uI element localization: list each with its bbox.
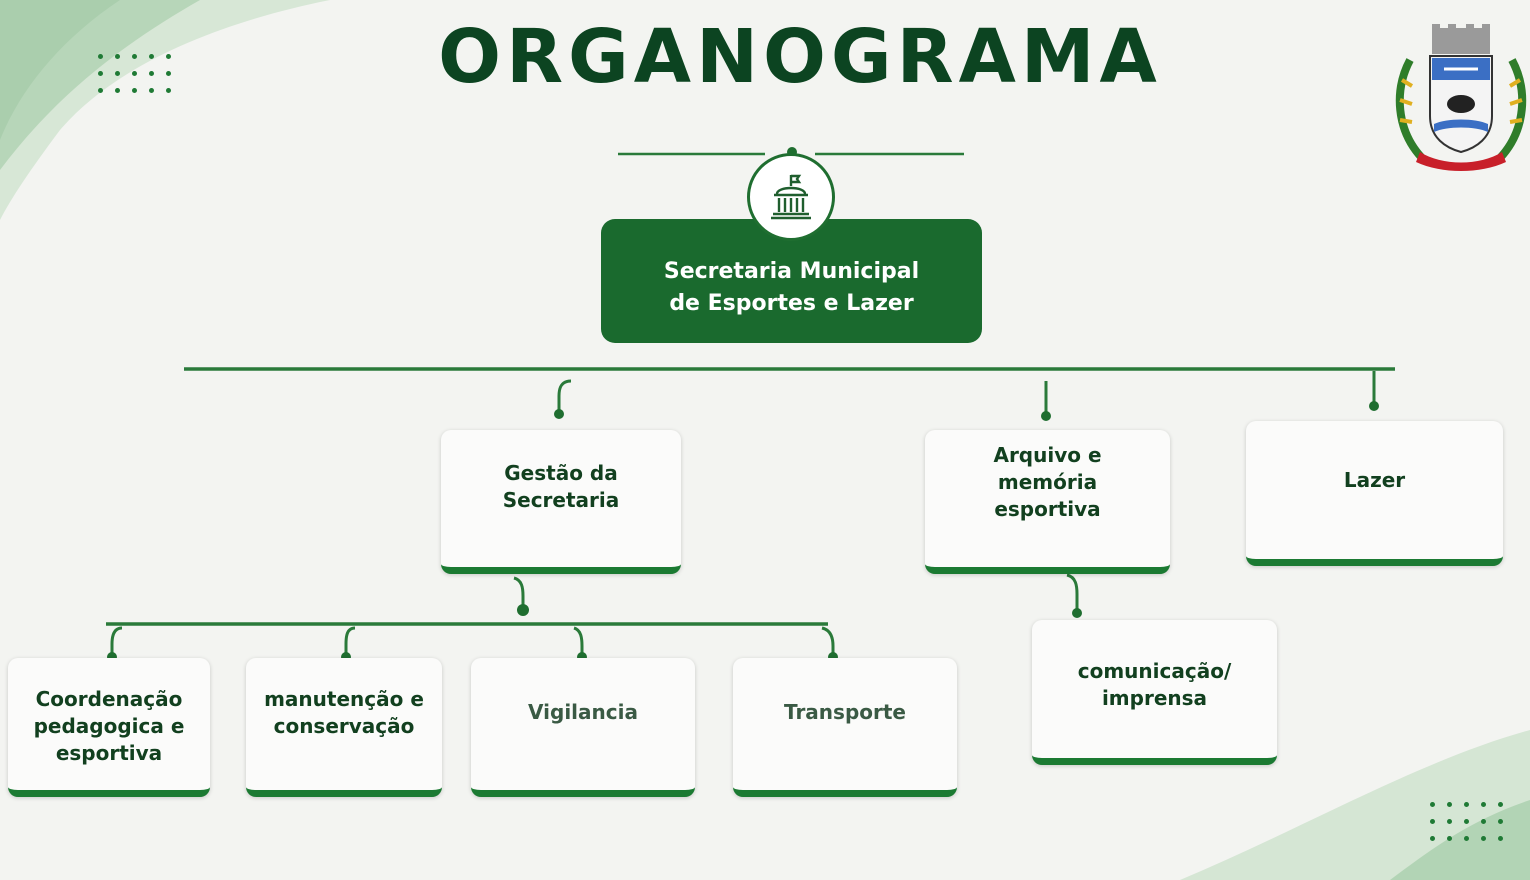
- node-label: manutenção e conservação: [264, 687, 424, 738]
- decorative-dots-bottom: [1430, 802, 1504, 841]
- node-label: Transporte: [784, 700, 906, 724]
- government-building-icon: [747, 153, 835, 241]
- node-label: Lazer: [1343, 468, 1406, 492]
- node-transporte: Transporte: [733, 658, 957, 797]
- node-vigilancia: Vigilancia: [471, 658, 695, 797]
- node-comunicacao-imprensa: comunicação/ imprensa: [1032, 620, 1277, 765]
- node-label: Coordenação pedagogica e esportiva: [33, 687, 185, 765]
- node-arquivo-e-memoria: Arquivo e memória esportiva: [925, 430, 1170, 574]
- node-label: comunicação/ imprensa: [1077, 659, 1232, 710]
- page-title: ORGANOGRAMA: [438, 14, 1162, 100]
- node-coordenacao-pedagogica: Coordenação pedagogica e esportiva: [8, 658, 210, 797]
- node-label: Arquivo e memória esportiva: [993, 443, 1102, 521]
- node-label: Gestão da Secretaria: [502, 461, 620, 512]
- decorative-dots-top: [98, 54, 172, 93]
- node-lazer: Lazer: [1246, 421, 1503, 566]
- node-manutencao-conservacao: manutenção e conservação: [246, 658, 442, 797]
- root-node-label: Secretaria Municipal de Esportes e Lazer: [663, 259, 920, 316]
- node-gestao-da-secretaria: Gestão da Secretaria: [441, 430, 681, 574]
- municipal-coat-of-arms-icon: [1395, 24, 1527, 171]
- node-label: Vigilancia: [528, 700, 638, 724]
